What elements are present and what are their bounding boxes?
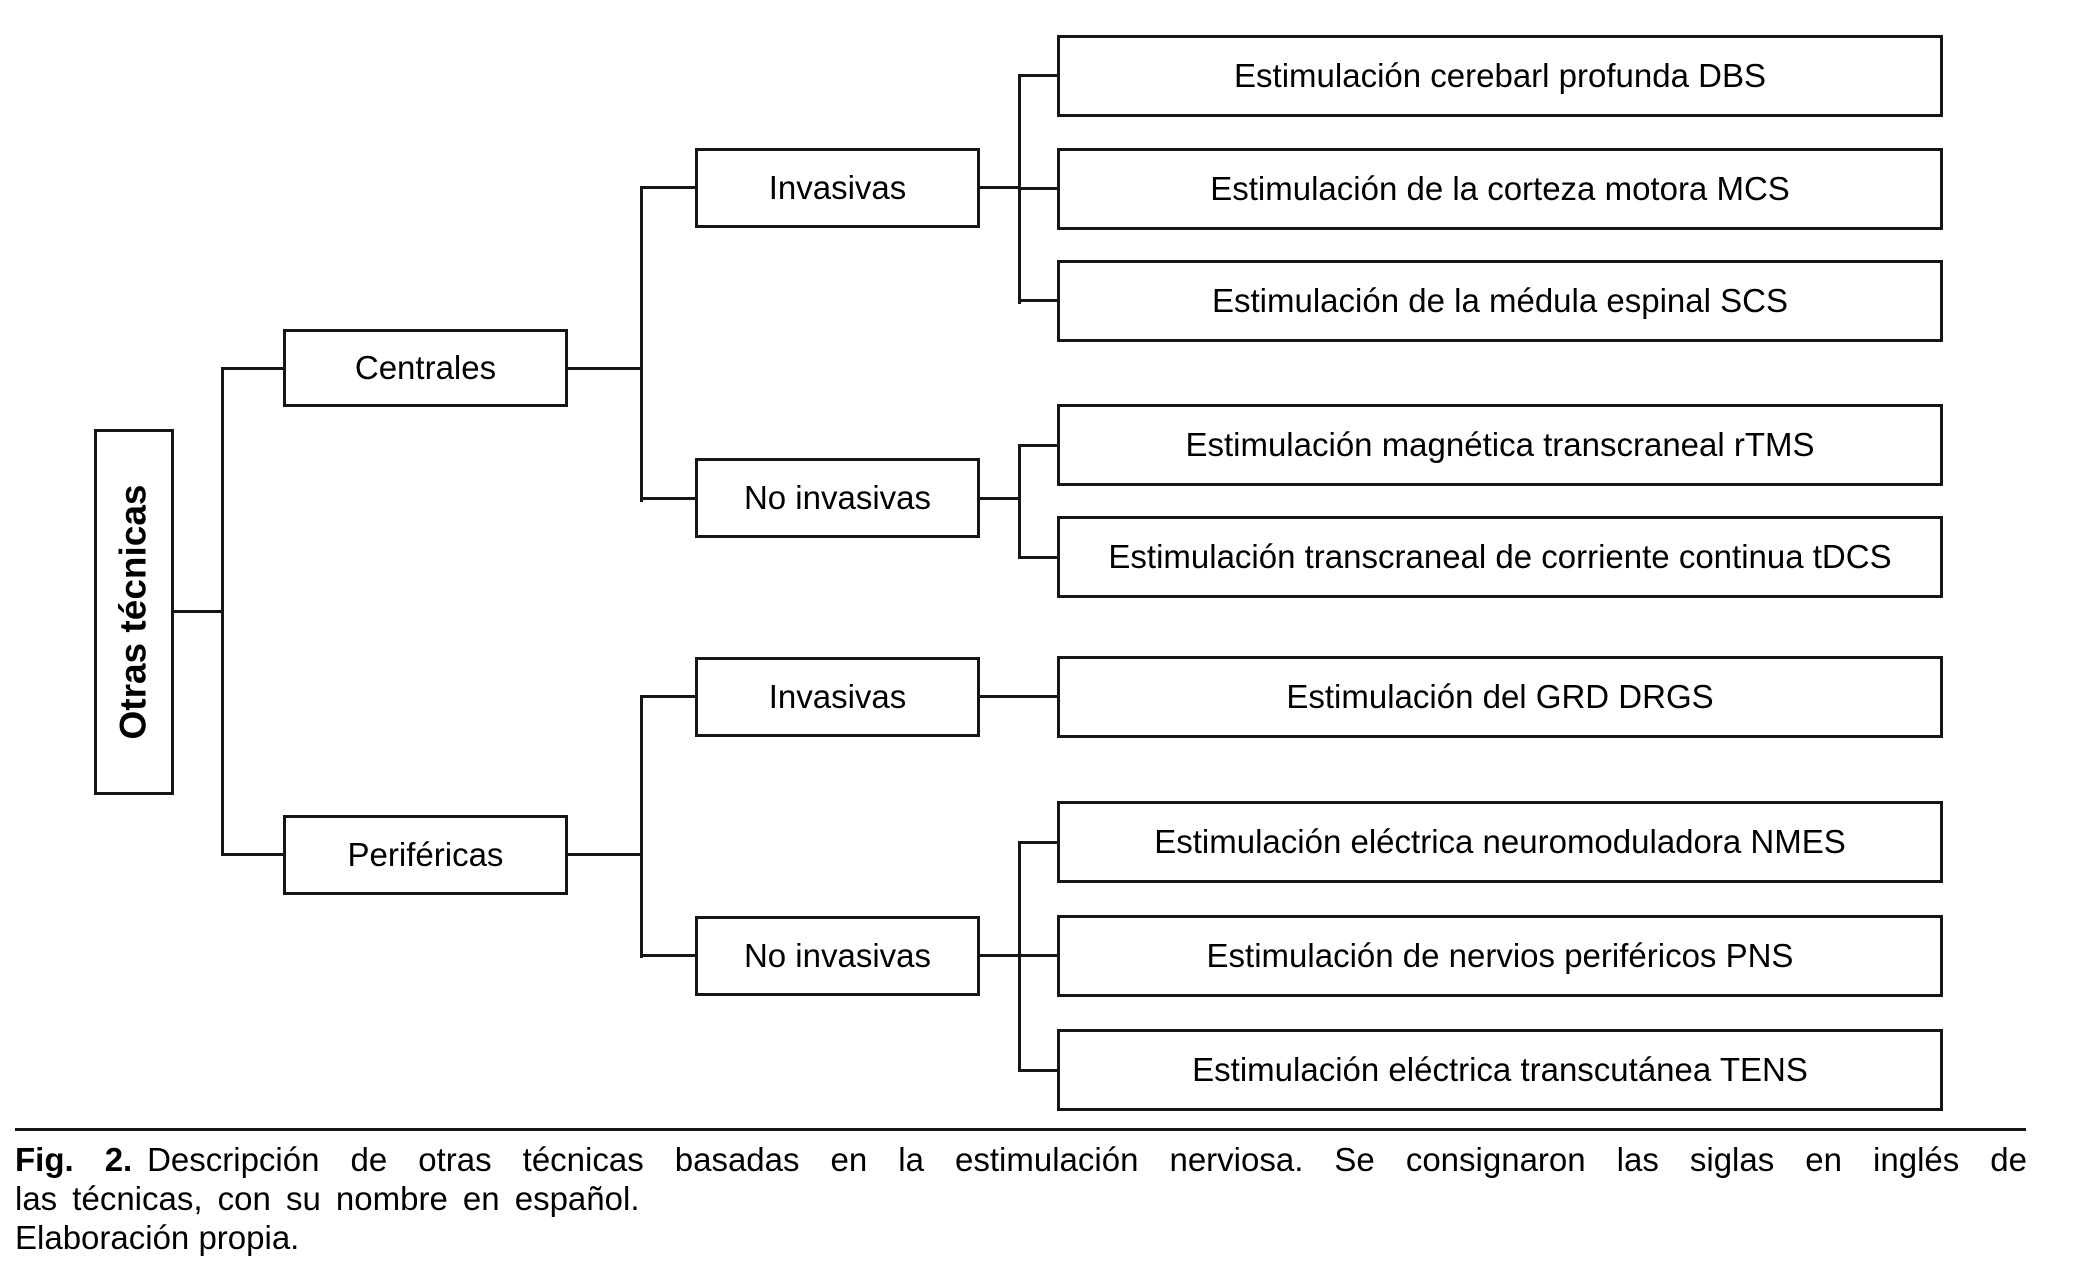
connector-line	[640, 695, 643, 958]
connector-line	[174, 610, 222, 613]
leaf-label: Estimulación eléctrica neuromoduladora N…	[1154, 823, 1846, 861]
node-label: Invasivas	[768, 678, 907, 716]
leaf-nmes: Estimulación eléctrica neuromoduladora N…	[1057, 801, 1943, 883]
connector-line	[640, 695, 695, 698]
leaf-scs: Estimulación de la médula espinal SCS	[1057, 260, 1943, 342]
node-label: No invasivas	[743, 937, 932, 975]
connector-line	[568, 367, 641, 370]
connector-line	[640, 186, 643, 502]
connector-line	[1018, 74, 1057, 77]
leaf-label: Estimulación transcraneal de corriente c…	[1108, 538, 1892, 576]
caption-line-1: Fig. 2. Descripción de otras técnicas bas…	[15, 1140, 2027, 1179]
connector-line	[1018, 556, 1057, 559]
connector-line	[980, 186, 1020, 189]
node-otras-tecnicas: Otras técnicas	[94, 429, 174, 795]
leaf-rtms: Estimulación magnética transcraneal rTMS	[1057, 404, 1943, 486]
leaf-tens: Estimulación eléctrica transcutánea TENS	[1057, 1029, 1943, 1111]
node-perifericas-no-invasivas: No invasivas	[695, 916, 980, 996]
leaf-tdcs: Estimulación transcraneal de corriente c…	[1057, 516, 1943, 598]
leaf-label: Estimulación magnética transcraneal rTMS	[1185, 426, 1815, 464]
connector-line	[221, 853, 283, 856]
connector-line	[1018, 444, 1021, 559]
node-centrales: Centrales	[283, 329, 568, 407]
node-label: Periféricas	[347, 836, 504, 874]
leaf-label: Estimulación de nervios periféricos PNS	[1206, 937, 1794, 975]
connector-line	[221, 367, 224, 856]
leaf-label: Estimulación eléctrica transcutánea TENS	[1192, 1051, 1808, 1089]
connector-line	[640, 954, 695, 957]
connector-line	[980, 954, 1020, 957]
leaf-drgs: Estimulación del GRD DRGS	[1057, 656, 1943, 738]
node-label: Otras técnicas	[112, 484, 154, 740]
connector-line	[640, 497, 695, 500]
caption-line-1-text: Descripción de otras técnicas basadas en…	[147, 1141, 2027, 1178]
caption-line-3: Elaboración propia.	[15, 1219, 300, 1256]
connector-line	[221, 367, 283, 370]
node-label: No invasivas	[743, 479, 932, 517]
connector-line	[980, 497, 1020, 500]
caption-divider	[15, 1128, 2026, 1131]
connector-line	[568, 853, 641, 856]
node-label: Invasivas	[768, 169, 907, 207]
node-perifericas-invasivas: Invasivas	[695, 657, 980, 737]
leaf-mcs: Estimulación de la corteza motora MCS	[1057, 148, 1943, 230]
connector-line	[980, 695, 1057, 698]
leaf-pns: Estimulación de nervios periféricos PNS	[1057, 915, 1943, 997]
leaf-label: Estimulación de la médula espinal SCS	[1212, 282, 1788, 320]
connector-line	[1018, 1069, 1057, 1072]
connector-line	[1018, 954, 1057, 957]
caption-fig-label: Fig. 2.	[15, 1141, 133, 1178]
connector-line	[1018, 841, 1057, 844]
connector-line	[1018, 299, 1057, 302]
leaf-label: Estimulación de la corteza motora MCS	[1210, 170, 1790, 208]
node-label: Centrales	[354, 349, 497, 387]
node-centrales-no-invasivas: No invasivas	[695, 458, 980, 538]
node-perifericas: Periféricas	[283, 815, 568, 895]
node-centrales-invasivas: Invasivas	[695, 148, 980, 228]
caption-line-2: las técnicas, con su nombre en español.	[15, 1180, 640, 1217]
leaf-label: Estimulación cerebarl profunda DBS	[1234, 57, 1766, 95]
leaf-dbs: Estimulación cerebarl profunda DBS	[1057, 35, 1943, 117]
connector-line	[1018, 444, 1057, 447]
connector-line	[640, 186, 695, 189]
connector-line	[1018, 187, 1057, 190]
leaf-label: Estimulación del GRD DRGS	[1286, 678, 1714, 716]
figure-caption: Fig. 2. Descripción de otras técnicas bas…	[15, 1140, 2027, 1257]
